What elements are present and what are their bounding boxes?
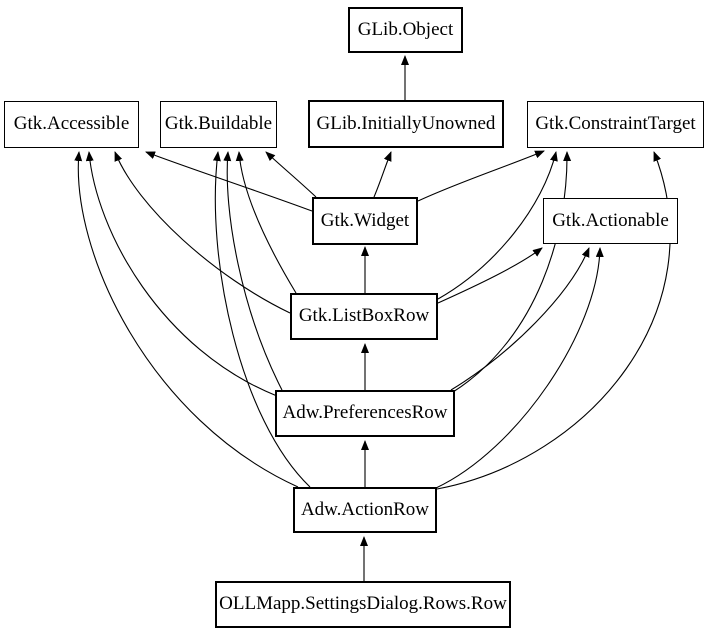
- edge-gtk-listboxrow-to-gtk-actionable: [437, 247, 543, 304]
- node-label-gtk-listboxrow: Gtk.ListBoxRow: [298, 305, 430, 326]
- edge-gtk-widget-to-gtk-buildable: [265, 151, 317, 198]
- node-label-gtk-buildable: Gtk.Buildable: [164, 113, 273, 134]
- node-gtk-widget[interactable]: Gtk.Widget: [312, 197, 418, 245]
- node-glib-object[interactable]: GLib.Object: [348, 7, 463, 53]
- node-gtk-accessible[interactable]: Gtk.Accessible: [4, 101, 139, 148]
- edge-gtk-widget-to-glib-initially-unowned: [373, 151, 392, 198]
- node-label-glib-object: GLib.Object: [357, 18, 454, 40]
- node-label-gtk-widget: Gtk.Widget: [320, 209, 410, 231]
- edge-gtk-listboxrow-to-gtk-accessible: [114, 151, 291, 314]
- edge-adw-preferencesrow-to-gtk-accessible: [85, 151, 278, 397]
- node-label-adw-actionrow: Adw.ActionRow: [300, 498, 430, 520]
- node-label-adw-preferencesrow: Adw.PreferencesRow: [282, 402, 448, 423]
- node-label-ollmapp-settingsdialog-rows-row: OLLMapp.SettingsDialog.Rows.Row: [219, 593, 507, 614]
- edge-adw-actionrow-to-gtk-accessible: [74, 151, 299, 488]
- edge-adw-actionrow-to-gtk-buildable: [212, 151, 311, 488]
- node-label-gtk-constraint-target: Gtk.ConstraintTarget: [535, 113, 696, 134]
- node-label-gtk-accessible: Gtk.Accessible: [13, 113, 130, 134]
- node-label-gtk-actionable: Gtk.Actionable: [552, 209, 669, 231]
- inheritance-edges: [74, 55, 671, 581]
- edge-adw-preferencesrow-to-gtk-actionable: [450, 247, 590, 391]
- edge-gtk-widget-to-gtk-accessible: [145, 151, 313, 212]
- node-gtk-listboxrow[interactable]: Gtk.ListBoxRow: [290, 293, 438, 340]
- edge-adw-preferencesrow-to-gtk-constraint-target: [452, 151, 572, 393]
- edge-adw-preferencesrow-to-gtk-buildable: [223, 151, 283, 391]
- node-glib-initially-unowned[interactable]: GLib.InitiallyUnowned: [308, 100, 504, 148]
- edge-gtk-widget-to-gtk-constraint-target: [417, 150, 545, 202]
- node-adw-preferencesrow[interactable]: Adw.PreferencesRow: [275, 390, 455, 437]
- edge-gtk-listboxrow-to-gtk-buildable: [235, 151, 297, 294]
- node-label-glib-initially-unowned: GLib.InitiallyUnowned: [316, 112, 496, 134]
- node-gtk-actionable[interactable]: Gtk.Actionable: [543, 198, 678, 244]
- edge-adw-actionrow-to-gtk-actionable: [435, 247, 604, 489]
- node-gtk-buildable[interactable]: Gtk.Buildable: [160, 101, 277, 148]
- node-ollmapp-settingsdialog-rows-row[interactable]: OLLMapp.SettingsDialog.Rows.Row: [215, 581, 511, 628]
- edge-gtk-listboxrow-to-gtk-constraint-target: [437, 151, 558, 300]
- node-gtk-constraint-target[interactable]: Gtk.ConstraintTarget: [527, 101, 704, 148]
- node-adw-actionrow[interactable]: Adw.ActionRow: [293, 487, 437, 533]
